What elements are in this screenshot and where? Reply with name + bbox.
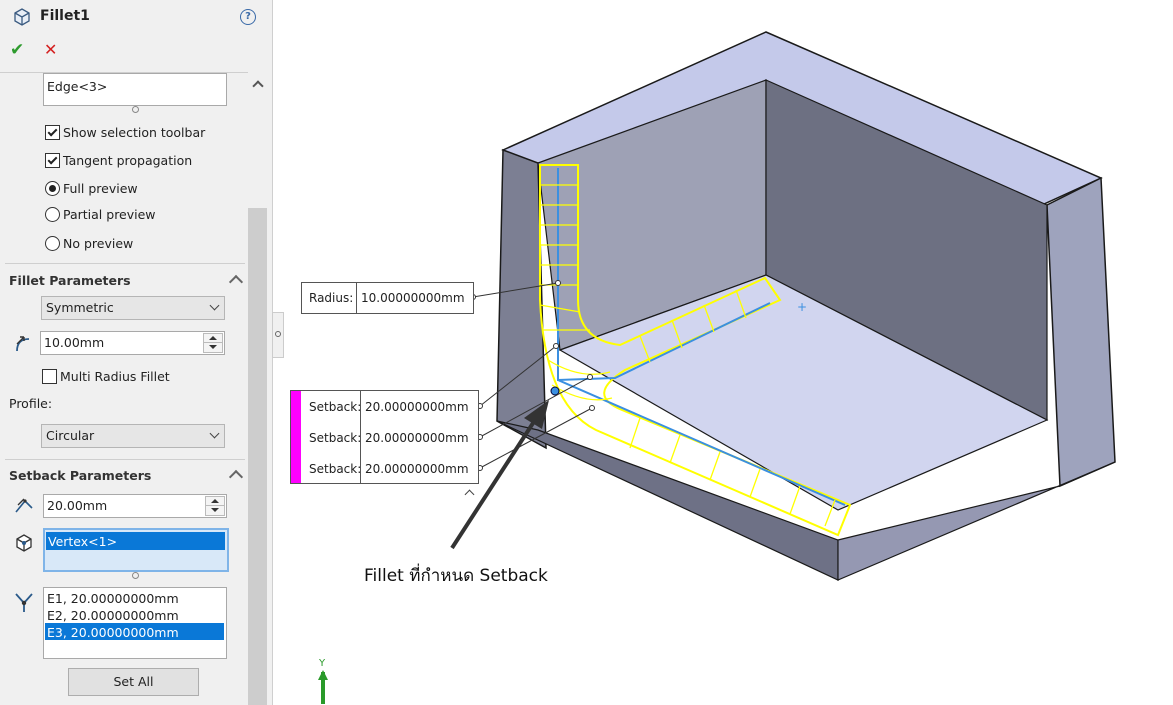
multi-radius-fillet-checkbox[interactable] <box>42 369 57 384</box>
fillet-mesh <box>539 184 836 527</box>
no-preview-radio[interactable] <box>45 236 60 251</box>
radius-spinbox[interactable]: 10.00mm <box>40 331 225 355</box>
list-item[interactable]: E2, 20.00000000mm <box>47 608 179 623</box>
fillet-parameters-header[interactable]: Fillet Parameters <box>9 273 131 288</box>
setback-distance-value[interactable]: 20.00mm <box>47 498 108 513</box>
edge-item[interactable]: Edge<3> <box>47 79 108 94</box>
arrow-head-icon <box>524 400 549 429</box>
vertex-listbox[interactable]: Vertex<1> <box>43 528 229 572</box>
resize-handle[interactable] <box>132 572 139 579</box>
model-view[interactable]: + <box>273 0 1173 705</box>
chevron-down-icon <box>209 300 220 311</box>
collapse-caret-icon[interactable] <box>228 274 244 290</box>
setback-label: Setback: <box>309 462 362 476</box>
radius-callout-value[interactable]: 10.00000000mm <box>361 291 465 305</box>
no-preview-label: No preview <box>63 236 134 251</box>
annotation-arrow <box>450 418 537 550</box>
spin-down-button[interactable] <box>205 505 225 516</box>
setback-color-bar <box>291 391 301 483</box>
cancel-button[interactable]: ✕ <box>44 40 58 59</box>
divider <box>5 459 245 460</box>
setback-value[interactable]: 20.00000000mm <box>365 400 469 414</box>
setback-edges-listbox[interactable]: E1, 20.00000000mm E2, 20.00000000mm E3, … <box>43 587 227 659</box>
vertex-icon <box>16 534 32 552</box>
set-all-button[interactable]: Set All <box>68 668 199 696</box>
tangent-propagation-label: Tangent propagation <box>63 153 193 168</box>
vertex-item[interactable]: Vertex<1> <box>46 532 225 550</box>
radius-callout-label: Radius: <box>309 291 354 305</box>
graphics-viewport[interactable]: + <box>273 0 1173 705</box>
setback-edges-icon <box>15 593 33 612</box>
partial-preview-label: Partial preview <box>63 207 156 222</box>
radius-icon <box>16 336 30 352</box>
divider <box>5 263 245 264</box>
fillet-method-select[interactable]: Symmetric <box>41 296 225 320</box>
collapse-caret-icon[interactable] <box>228 469 244 485</box>
list-item-label: E3, 20.00000000mm <box>47 625 179 640</box>
setback-callout[interactable]: Setback: 20.00000000mm Setback: 20.00000… <box>290 390 479 484</box>
setback-parameters-header[interactable]: Setback Parameters <box>9 468 152 483</box>
radius-callout[interactable]: Radius: 10.00000000mm <box>301 282 474 314</box>
front-right-face <box>837 461 1116 581</box>
profile-select[interactable]: Circular <box>41 424 225 448</box>
triad-arrow-icon <box>318 670 328 680</box>
leader-lines <box>472 282 593 469</box>
resize-handle[interactable] <box>132 106 139 113</box>
origin-marker: + <box>797 300 807 314</box>
spin-down-button[interactable] <box>203 342 223 353</box>
profile-value: Circular <box>46 428 95 443</box>
list-item[interactable]: E1, 20.00000000mm <box>47 591 179 606</box>
profile-label: Profile: <box>9 396 53 411</box>
annotation-text: Fillet ที่กำหนด Setback <box>364 566 548 586</box>
tangent-propagation-checkbox[interactable] <box>45 153 60 168</box>
help-icon[interactable]: ? <box>240 9 256 25</box>
partial-preview-radio[interactable] <box>45 207 60 222</box>
setback-distance-spinbox[interactable]: 20.00mm <box>43 494 227 518</box>
distance-icon <box>15 498 33 513</box>
scrollbar-thumb[interactable] <box>248 208 267 705</box>
floor-face <box>558 274 1049 511</box>
setback-label: Setback: <box>309 431 362 445</box>
divider <box>360 391 361 483</box>
show-selection-toolbar-checkbox[interactable] <box>45 125 60 140</box>
left-outer-face <box>496 148 547 450</box>
edges-listbox[interactable]: Edge<3> <box>43 73 227 106</box>
property-manager-panel: Fillet1 ? ✔ ✕ Edge<3> Show selection too… <box>0 0 273 705</box>
list-item-selected[interactable]: E3, 20.00000000mm <box>45 623 224 640</box>
divider <box>0 72 248 73</box>
full-preview-radio[interactable] <box>45 181 60 196</box>
setback-value[interactable]: 20.00000000mm <box>365 431 469 445</box>
setback-label: Setback: <box>309 400 362 414</box>
multi-radius-fillet-label: Multi Radius Fillet <box>60 369 170 384</box>
radius-value[interactable]: 10.00mm <box>44 335 105 350</box>
feature-title: Fillet1 <box>40 8 90 24</box>
vertex-marker <box>550 386 560 396</box>
vertex-item-label: Vertex<1> <box>48 534 118 549</box>
setback-value[interactable]: 20.00000000mm <box>365 462 469 476</box>
ok-button[interactable]: ✔ <box>10 40 25 60</box>
fillet-method-value: Symmetric <box>46 300 114 315</box>
splitter-dot-icon <box>275 331 281 337</box>
divider <box>356 283 357 313</box>
right-outer-face <box>1046 176 1116 488</box>
triad-y-label: Y <box>319 658 326 669</box>
fillet-feature-icon <box>14 8 30 26</box>
full-preview-label: Full preview <box>63 181 138 196</box>
chevron-down-icon <box>209 428 220 439</box>
show-selection-toolbar-label: Show selection toolbar <box>63 125 206 140</box>
